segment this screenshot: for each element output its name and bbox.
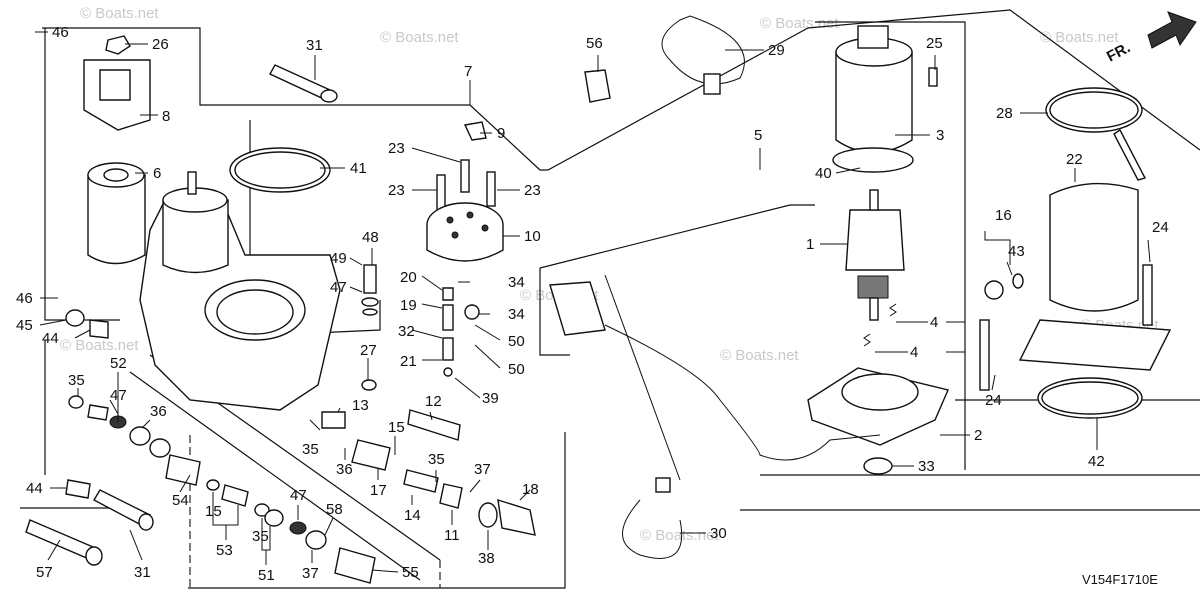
callout-47: 47 — [110, 387, 127, 404]
callout-18: 18 — [522, 481, 539, 498]
callout-31: 31 — [134, 564, 151, 581]
callout-4: 4 — [930, 314, 938, 331]
callout-20: 20 — [400, 269, 417, 286]
callout-50: 50 — [508, 333, 525, 350]
watermark: © Boats.net — [380, 29, 459, 46]
callout-23: 23 — [388, 182, 405, 199]
callout-2: 2 — [974, 427, 982, 444]
callout-21: 21 — [400, 353, 417, 370]
callout-50: 50 — [508, 361, 525, 378]
callout-labels: 46 26 31 7 56 29 25 8 3 28 6 41 23 9 5 4… — [16, 24, 1169, 584]
callout-23: 23 — [524, 182, 541, 199]
part-drawings — [25, 11, 1197, 584]
watermark: © Boats.net — [760, 15, 839, 32]
group-frames — [20, 9, 1200, 589]
watermark: © Boats.net — [80, 5, 159, 22]
callout-57: 57 — [36, 564, 53, 581]
callout-54: 54 — [172, 492, 189, 509]
callout-36: 36 — [336, 461, 353, 478]
callout-15: 15 — [205, 503, 222, 520]
callout-7: 7 — [464, 63, 472, 80]
callout-35: 35 — [252, 528, 269, 545]
callout-10: 10 — [524, 228, 541, 245]
callout-27: 27 — [360, 342, 377, 359]
callout-17: 17 — [370, 482, 387, 499]
callout-8: 8 — [162, 108, 170, 125]
reservoir — [87, 174, 146, 265]
callout-3: 3 — [936, 127, 944, 144]
callout-22: 22 — [1066, 151, 1083, 168]
callout-24: 24 — [1152, 219, 1169, 236]
motor-housing — [835, 51, 913, 154]
watermark: © Boats.net — [1040, 29, 1119, 46]
callout-12: 12 — [425, 393, 442, 410]
callout-34: 34 — [508, 306, 525, 323]
callout-13: 13 — [352, 397, 369, 414]
callout-24: 24 — [985, 392, 1002, 409]
callout-44: 44 — [26, 480, 43, 497]
callout-49: 49 — [330, 250, 347, 267]
callout-35: 35 — [428, 451, 445, 468]
callout-16: 16 — [995, 207, 1012, 224]
callout-6: 6 — [153, 165, 161, 182]
callout-35: 35 — [302, 441, 319, 458]
watermark: © Boats.net — [720, 347, 799, 364]
callout-55: 55 — [402, 564, 419, 581]
callout-42: 42 — [1088, 453, 1105, 470]
callout-30: 30 — [710, 525, 727, 542]
callout-53: 53 — [216, 542, 233, 559]
callout-25: 25 — [926, 35, 943, 52]
callout-58: 58 — [326, 501, 343, 518]
callout-45: 45 — [16, 317, 33, 334]
callout-31: 31 — [306, 37, 323, 54]
callout-23: 23 — [388, 140, 405, 157]
callout-14: 14 — [404, 507, 421, 524]
callout-47: 47 — [330, 279, 347, 296]
callout-9: 9 — [497, 125, 505, 142]
callout-43: 43 — [1008, 243, 1025, 260]
callout-5: 5 — [754, 127, 762, 144]
callout-19: 19 — [400, 297, 417, 314]
callout-39: 39 — [482, 390, 499, 407]
callout-29: 29 — [768, 42, 785, 59]
callout-33: 33 — [918, 458, 935, 475]
callout-37: 37 — [302, 565, 319, 582]
callout-11: 11 — [444, 527, 460, 544]
callout-56: 56 — [586, 35, 603, 52]
callout-32: 32 — [398, 323, 415, 340]
callout-51: 51 — [258, 567, 275, 584]
ram-cylinder — [1049, 182, 1139, 312]
callout-47: 47 — [290, 487, 307, 504]
callout-52: 52 — [110, 355, 127, 372]
callout-46: 46 — [52, 24, 69, 41]
callout-44: 44 — [42, 330, 59, 347]
callout-37: 37 — [474, 461, 491, 478]
callout-26: 26 — [152, 36, 169, 53]
callout-36: 36 — [150, 403, 167, 420]
callout-15: 15 — [388, 419, 405, 436]
callout-40: 40 — [815, 165, 832, 182]
diagram-code: V154F1710E — [1082, 572, 1158, 587]
watermark: © Boats.net — [60, 337, 139, 354]
callout-38: 38 — [478, 550, 495, 567]
watermark: © Boats.net — [640, 527, 719, 544]
callout-1: 1 — [806, 236, 814, 253]
callout-28: 28 — [996, 105, 1013, 122]
callout-4: 4 — [910, 344, 918, 361]
armature — [845, 209, 905, 271]
callout-48: 48 — [362, 229, 379, 246]
callout-35: 35 — [68, 372, 85, 389]
callout-46: 46 — [16, 290, 33, 307]
callout-41: 41 — [350, 160, 367, 177]
leader-lines — [35, 31, 1151, 573]
callout-34: 34 — [508, 274, 525, 291]
